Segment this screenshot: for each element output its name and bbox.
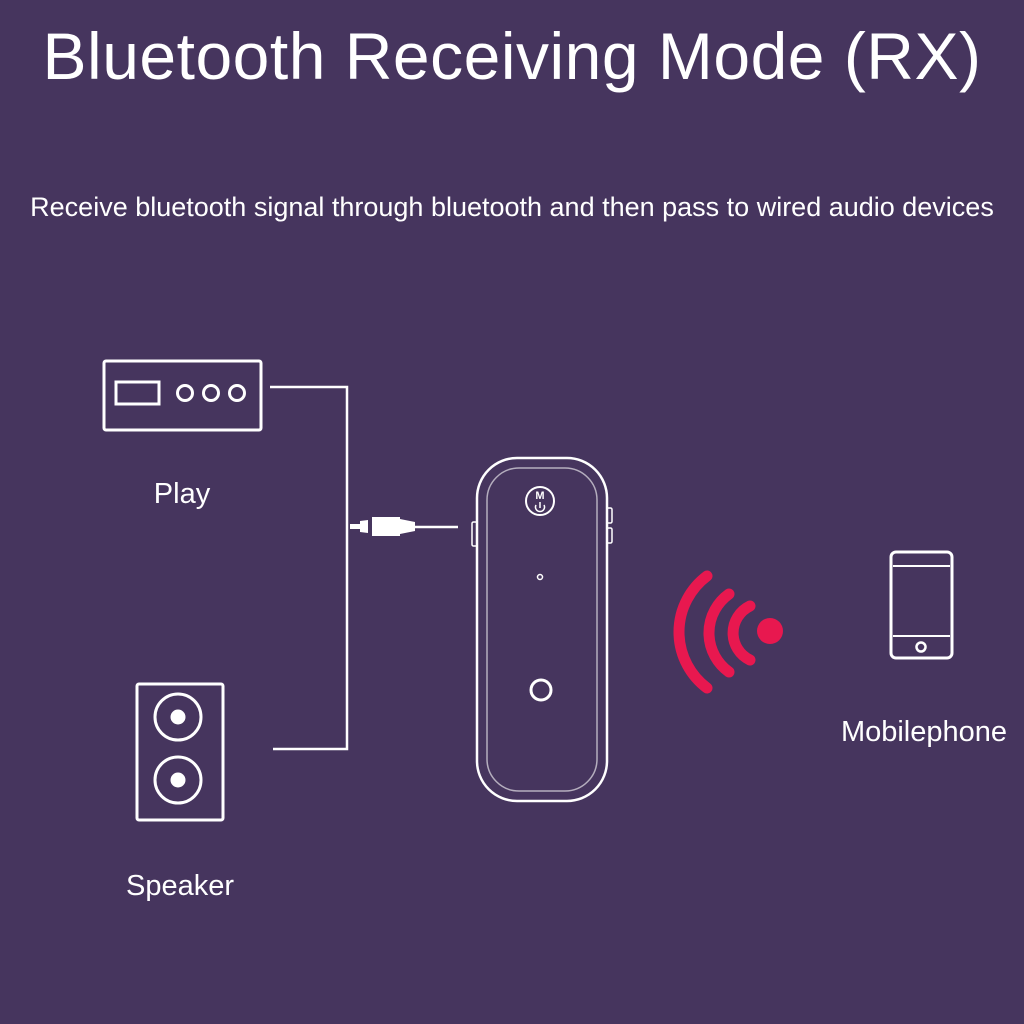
signal-source-dot: [757, 618, 783, 644]
audio-jack-icon: [350, 517, 458, 536]
audio-cable: [270, 385, 349, 751]
speaker-icon: [135, 682, 225, 822]
speaker-label: Speaker: [125, 870, 234, 902]
description-text: Receive bluetooth signal through bluetoo…: [30, 192, 994, 222]
mode-button-icon: M: [535, 490, 544, 502]
audio-player-icon: [102, 359, 263, 432]
mobile-phone-icon: [889, 550, 954, 660]
wireless-signal-icon: [673, 570, 756, 694]
power-symbol-icon: [534, 502, 546, 513]
play-label: Play: [153, 478, 211, 510]
mobilephone-label: Mobilephone: [840, 716, 1008, 748]
page-title: Bluetooth Receiving Mode (RX): [42, 19, 982, 93]
bluetooth-receiver-icon: [471, 456, 613, 803]
